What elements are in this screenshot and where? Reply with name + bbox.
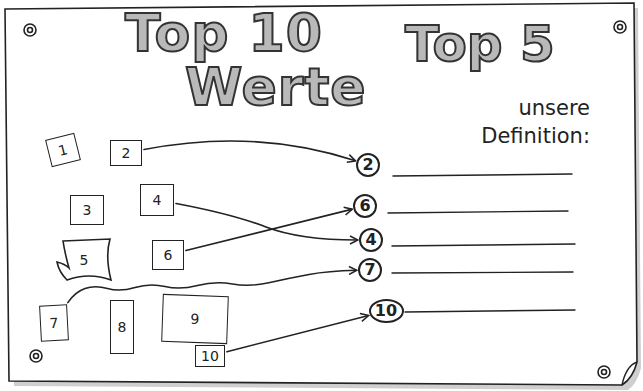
sticky-note: 3 bbox=[70, 195, 104, 225]
note-number: 4 bbox=[153, 193, 162, 207]
arrow-connector bbox=[144, 141, 355, 161]
arrow-connector bbox=[186, 209, 352, 250]
sticky-note: 6 bbox=[152, 240, 184, 270]
note-number: 6 bbox=[164, 248, 173, 262]
note-number: 6 bbox=[359, 198, 370, 214]
title: Top 10 Werte bbox=[125, 6, 415, 114]
sticky-note: 9 bbox=[161, 294, 229, 344]
sticky-note: 8 bbox=[110, 300, 134, 354]
arrow-connector bbox=[227, 316, 368, 352]
sticky-note: 2 bbox=[110, 140, 142, 166]
note-number: 7 bbox=[49, 316, 59, 330]
note-number: 3 bbox=[83, 203, 92, 217]
note-number: 2 bbox=[362, 157, 373, 173]
definition-label: unsere Definition: bbox=[440, 94, 590, 150]
circled-number: 7 bbox=[358, 258, 382, 282]
sticky-note: 4 bbox=[140, 184, 174, 216]
definition-lines bbox=[388, 174, 575, 312]
note-number: 4 bbox=[365, 232, 376, 248]
note-number: 10 bbox=[375, 303, 397, 319]
sticky-note: 10 bbox=[195, 345, 225, 367]
circled-number: 6 bbox=[353, 194, 377, 218]
paper-curl bbox=[622, 362, 637, 385]
note-number: 10 bbox=[201, 349, 219, 363]
note-number: 8 bbox=[118, 320, 127, 334]
circled-number: 10 bbox=[369, 299, 404, 323]
sticky-note: 5 bbox=[55, 238, 113, 282]
note-number: 7 bbox=[364, 262, 375, 278]
note-number: 5 bbox=[80, 253, 89, 267]
note-number: 1 bbox=[57, 142, 69, 158]
circled-number: 4 bbox=[359, 228, 383, 252]
note-number: 9 bbox=[190, 312, 199, 326]
arrow-connector bbox=[176, 204, 357, 241]
note-number: 2 bbox=[122, 146, 131, 160]
sticky-note: 7 bbox=[39, 304, 69, 341]
heading-label: Top 5 bbox=[405, 16, 555, 72]
paper-sheet bbox=[5, 3, 637, 385]
circled-number: 2 bbox=[356, 153, 380, 177]
